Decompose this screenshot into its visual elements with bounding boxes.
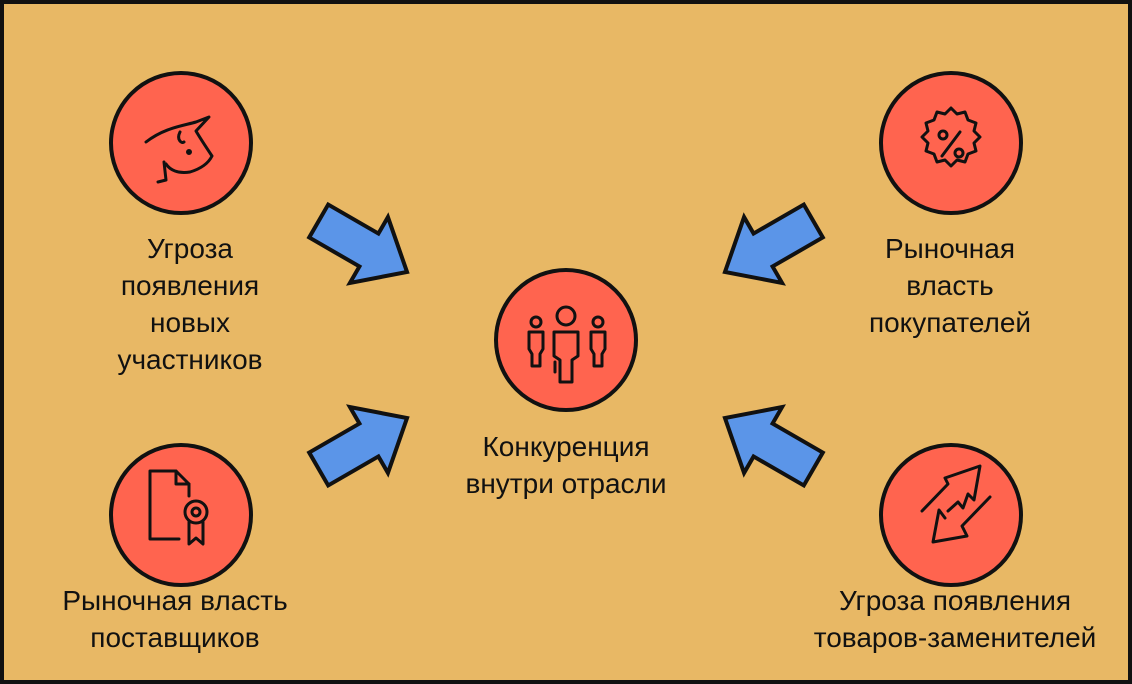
diagram-graphics <box>109 71 1023 587</box>
label-line: власть <box>906 270 994 301</box>
circle-substitutes <box>879 443 1023 587</box>
arrow-substitutes <box>703 383 835 504</box>
exchange-arrows-icon <box>920 464 992 544</box>
label-line: покупателей <box>868 307 1032 338</box>
label-line: внутри отрасли <box>465 468 667 499</box>
label-new-entrants: Угроза появления новых участников <box>117 230 262 378</box>
people-group-icon <box>527 305 607 384</box>
label-line: появления <box>120 270 260 301</box>
label-supplier-power: Рыночная власть поставщиков <box>62 582 287 656</box>
label-center: Конкуренция внутри отрасли <box>465 428 666 502</box>
bull-head-icon <box>144 115 214 184</box>
label-buyer-power: Рыночная власть покупателей <box>869 230 1031 341</box>
circle-supplier-power <box>109 443 253 587</box>
arrow-new-entrants <box>297 186 429 307</box>
label-line: новых <box>149 307 231 338</box>
label-line: Угроза <box>147 233 233 264</box>
label-line: Рыночная власть <box>62 585 288 616</box>
label-line: Рыночная <box>884 233 1015 264</box>
label-substitutes: Угроза появления товаров-заменителей <box>814 582 1097 656</box>
label-line: Конкуренция <box>482 431 650 462</box>
label-line: товаров-заменителей <box>813 622 1097 653</box>
label-line: поставщиков <box>90 622 260 653</box>
label-line: участников <box>117 344 263 375</box>
circle-center <box>494 268 638 412</box>
percent-badge-icon <box>920 106 982 168</box>
arrow-buyer-power <box>703 186 835 307</box>
certificate-document-icon <box>148 469 209 546</box>
arrow-supplier-power <box>297 383 429 504</box>
label-line: Угроза появления <box>838 585 1072 616</box>
